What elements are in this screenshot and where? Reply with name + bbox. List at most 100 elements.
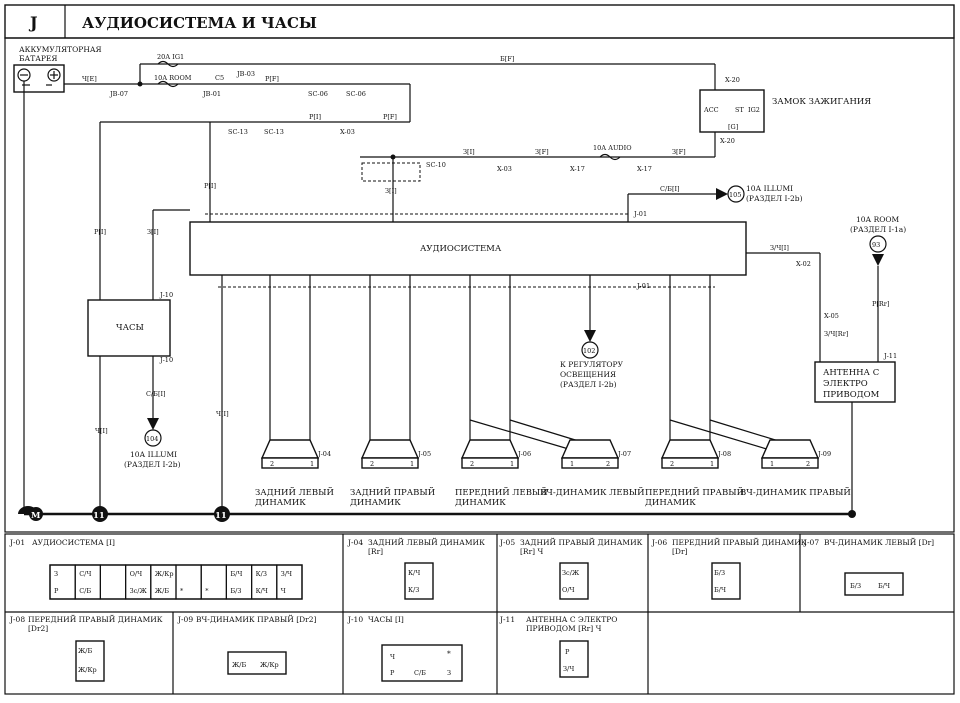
legend-title: АУДИОСИСТЕМА [I] bbox=[32, 538, 115, 547]
legend-j07: J-07 ВЧ-ДИНАМИК ЛЕВЫЙ [Dr] Б/З Б/Ч bbox=[803, 538, 934, 596]
pin: Зс/Ж bbox=[562, 569, 580, 577]
legend-j01: J-01 АУДИОСИСТЕМА [I] ЗРС/ЧС/БО/ЧЗс/ЖЖ/К… bbox=[9, 538, 303, 600]
regulator-3: (РАЗДЕЛ I-2b) bbox=[560, 380, 617, 389]
pin: Б/Ч bbox=[714, 586, 726, 594]
pin: К/Ч bbox=[408, 569, 420, 577]
legend-j10: J-10 ЧАСЫ [I] Ч * Р С/Б З bbox=[347, 615, 463, 682]
pin: Б/З bbox=[714, 569, 725, 577]
legend-id: J-10 bbox=[347, 615, 363, 624]
wire-z-f-2: З[F] bbox=[672, 148, 686, 156]
legend-sub: [Dr] bbox=[672, 547, 688, 556]
legend-sub: [Rr] Ч bbox=[520, 547, 543, 556]
pin-label: С/Ч bbox=[79, 570, 91, 578]
room-right: 10А ROOM bbox=[856, 215, 900, 224]
svg-text:1: 1 bbox=[710, 460, 714, 468]
svg-text:2: 2 bbox=[606, 460, 610, 468]
wire-zch-i: З/Ч[I] bbox=[770, 244, 789, 252]
ground-11-right: 11 bbox=[215, 511, 227, 521]
legend-title: АНТЕННА С ЭЛЕКТРО bbox=[526, 615, 617, 624]
legend-j04: J-04 ЗАДНИЙ ЛЕВЫЙ ДИНАМИК [Rr] К/Ч К/З bbox=[347, 538, 485, 600]
conn-jb01: JB-01 bbox=[202, 90, 221, 98]
wire-r-rr: Р[Rr] bbox=[872, 300, 889, 308]
pin-label: К/Ч bbox=[256, 587, 268, 595]
pin-label: Б/З bbox=[230, 587, 241, 595]
audio-system-label: АУДИОСИСТЕМА bbox=[420, 244, 502, 254]
svg-text:2: 2 bbox=[806, 460, 810, 468]
speaker-conn: J-08 bbox=[717, 450, 731, 458]
speaker-label-2: ДИНАМИК bbox=[645, 498, 696, 508]
wire-r-f: Р[F] bbox=[265, 75, 279, 83]
conn-sc06a: SC-06 bbox=[308, 90, 328, 98]
wire-r-i: Р[I] bbox=[309, 113, 321, 121]
legend-frame bbox=[4, 533, 955, 695]
legend-sub: [Dr2] bbox=[28, 624, 48, 633]
svg-text:1: 1 bbox=[770, 460, 774, 468]
pin: Ж/Б bbox=[232, 661, 246, 669]
pin: О/Ч bbox=[562, 586, 575, 594]
conn-sc13b: SC-13 bbox=[264, 128, 284, 136]
ign-st: ST bbox=[735, 106, 744, 114]
pin: Ж/Кр bbox=[78, 666, 97, 674]
legend-title: ВЧ-ДИНАМИК ПРАВЫЙ [Dr2] bbox=[196, 615, 316, 624]
wire-ch-e: Ч[Е] bbox=[82, 75, 97, 83]
conn-x02: X-02 bbox=[796, 260, 811, 268]
conn-jb03: JB-03 bbox=[236, 70, 255, 78]
pin: Б/Ч bbox=[878, 582, 890, 590]
fuse-ig1: 20А IG1 bbox=[157, 53, 184, 61]
legend-title: ЗАДНИЙ ЛЕВЫЙ ДИНАМИК bbox=[368, 538, 485, 547]
pin: Б/З bbox=[850, 582, 861, 590]
pin-label: Ч bbox=[281, 587, 286, 595]
speaker-label: ВЧ-ДИНАМИК ЛЕВЫЙ bbox=[540, 486, 645, 498]
conn-x03b: X-03 bbox=[497, 165, 512, 173]
pin: К/З bbox=[408, 586, 419, 594]
wire-b-f: Б[F] bbox=[500, 55, 514, 63]
legend-title: ПЕРЕДНИЙ ПРАВЫЙ ДИНАМИК bbox=[28, 615, 163, 624]
illumi-top: 10А ILLUMI bbox=[746, 184, 793, 193]
room-right-section: (РАЗДЕЛ I-1a) bbox=[850, 225, 906, 234]
svg-text:1: 1 bbox=[410, 460, 414, 468]
legend-title: ПЕРЕДНИЙ ПРАВЫЙ ДИНАМИК bbox=[672, 538, 807, 547]
wire-ch-i-2: Ч[I] bbox=[216, 410, 229, 418]
wire-zch-rr: З/Ч[Rr] bbox=[824, 330, 848, 338]
ground-m: M bbox=[31, 511, 41, 521]
ign-ig2: IG2 bbox=[748, 106, 760, 114]
illumi-top-section: (РАЗДЕЛ I-2b) bbox=[746, 194, 803, 203]
wire-ch-i: Ч[I] bbox=[95, 427, 108, 435]
legend-j05: J-05 ЗАДНИЙ ПРАВЫЙ ДИНАМИК [Rr] Ч Зс/Ж О… bbox=[499, 538, 643, 600]
conn-x20-top: X-20 bbox=[725, 76, 740, 84]
pin: Р bbox=[565, 648, 570, 656]
conn-c5: C5 bbox=[215, 74, 224, 82]
pin-label: Ж/Кр bbox=[155, 570, 174, 578]
pin: З bbox=[447, 669, 451, 677]
diagram-frame bbox=[4, 37, 955, 533]
speaker-conn: J-05 bbox=[417, 450, 431, 458]
antenna-unit bbox=[814, 361, 896, 403]
conn-x20-bottom: X-20 bbox=[720, 137, 735, 145]
audio-system-unit bbox=[189, 221, 747, 276]
conn-x17b: X-17 bbox=[637, 165, 652, 173]
clock-label: ЧАСЫ bbox=[116, 323, 144, 333]
pin: Ж/Кр bbox=[260, 661, 279, 669]
legend-sub: [Rr] bbox=[368, 547, 383, 556]
header-frame bbox=[4, 4, 955, 39]
svg-text:1: 1 bbox=[510, 460, 514, 468]
speaker-label: ПЕРЕДНИЙ ЛЕВЫЙ bbox=[455, 486, 548, 498]
conn-sc13a: SC-13 bbox=[228, 128, 248, 136]
legend-id: J-07 bbox=[803, 538, 819, 547]
legend-id: J-05 bbox=[499, 538, 515, 547]
svg-text:1: 1 bbox=[570, 460, 574, 468]
page-title: АУДИОСИСТЕМА И ЧАСЫ bbox=[82, 14, 317, 32]
conn-sc06b: SC-06 bbox=[346, 90, 366, 98]
legend-id: J-11 bbox=[499, 615, 515, 624]
ignition-label: ЗАМОК ЗАЖИГАНИЯ bbox=[772, 97, 871, 107]
pin: Р bbox=[390, 669, 395, 677]
conn-sc10: SC-10 bbox=[426, 161, 446, 169]
svg-text:1: 1 bbox=[310, 460, 314, 468]
conn-j10-top: J-10 bbox=[159, 291, 173, 299]
legend-id: J-01 bbox=[9, 538, 25, 547]
conn-x05: X-05 bbox=[824, 312, 839, 320]
